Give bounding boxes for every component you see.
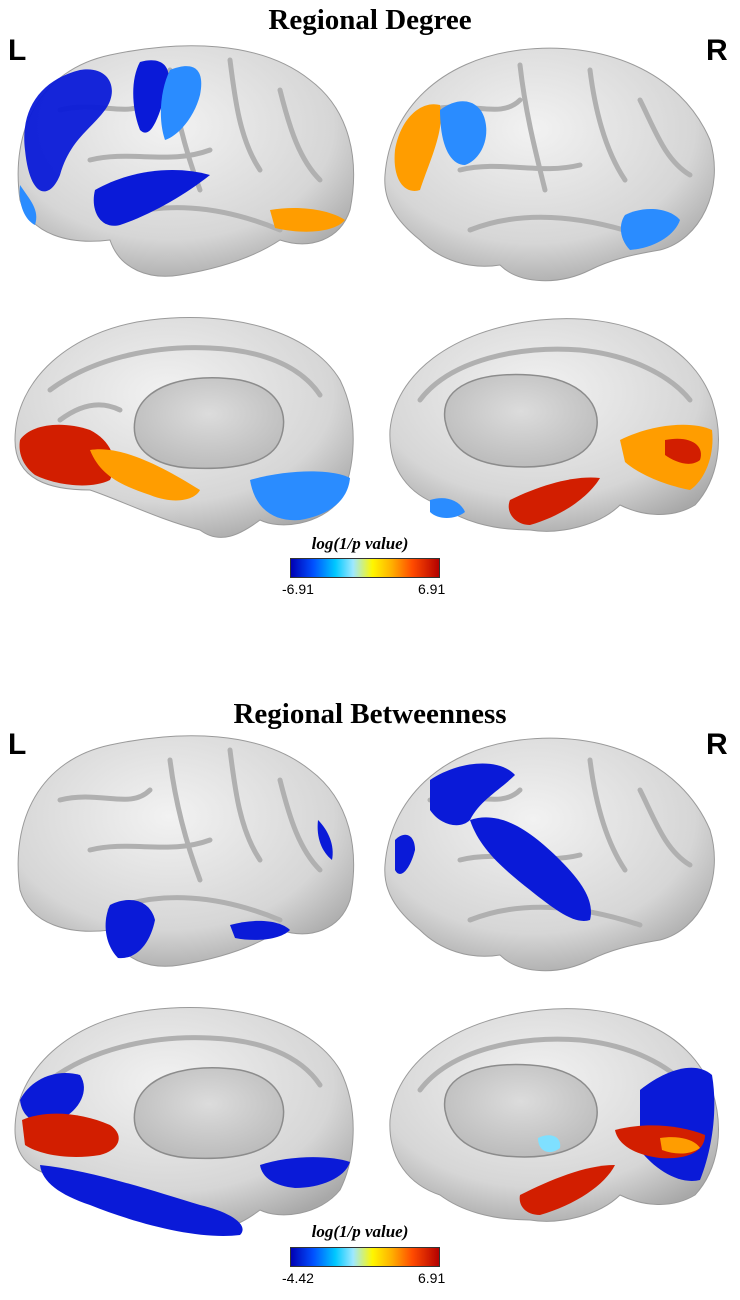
activation-blue-temporal: [105, 900, 155, 959]
activation-blue-precentral: [133, 60, 169, 133]
medial-wall: [133, 1067, 285, 1160]
left-hemisphere-label: L: [8, 34, 27, 67]
colorbar: [290, 558, 440, 578]
activation-blue-occipital: [317, 820, 333, 860]
activation-orange-calcarine: [660, 1137, 700, 1154]
colorbar-label: log(1/p value): [311, 1222, 409, 1241]
activation-orange-temporal: [270, 208, 345, 232]
activation-blue-temporal: [620, 208, 680, 250]
activation-cyan-thalamus: [538, 1135, 561, 1153]
right-medial-brain: [389, 1008, 719, 1222]
colorbar-label: log(1/p value): [311, 534, 409, 553]
activation-blue-cuneus: [20, 1072, 84, 1124]
colorbar: [290, 1247, 440, 1267]
sulcus-line: [417, 346, 693, 403]
activation-blue-supramarginal: [430, 763, 515, 826]
right-hemisphere-label: R: [706, 728, 728, 761]
sulcus-line: [417, 1036, 693, 1093]
left-lateral-brain: [17, 45, 355, 277]
left-medial-brain: [14, 317, 354, 538]
panel-title-regional-degree: Regional Degree: [268, 4, 472, 36]
sulcus-line: [57, 57, 323, 233]
sulcus-line: [57, 747, 323, 923]
activation-red-lingual: [508, 477, 600, 525]
activation-blue-frontal: [24, 69, 112, 192]
activation-orange-occipital: [394, 104, 441, 191]
activation-red-lingual: [519, 1165, 615, 1215]
activation-blue-parietal: [440, 101, 487, 165]
activation-blue-inferior: [230, 920, 290, 940]
sulcus-line: [427, 62, 693, 238]
sulcus-line: [47, 345, 323, 423]
activation-orange-lingual: [90, 449, 200, 501]
activation-lightblue-frontal: [430, 498, 465, 518]
activation-blue-lingual: [40, 1165, 243, 1236]
colorbar-min: -6.91: [282, 581, 314, 597]
right-lateral-brain: [384, 47, 715, 282]
panel-title-regional-betweenness: Regional Betweenness: [233, 698, 507, 730]
activation-blue-frontal-medial: [260, 1157, 350, 1188]
left-hemisphere-label: L: [8, 728, 27, 761]
activation-blue-frontal-medial: [250, 471, 350, 521]
sulcus-line: [47, 1035, 323, 1088]
activation-lightblue: [160, 66, 202, 140]
right-medial-brain: [389, 318, 719, 532]
activation-red-calcarine: [22, 1113, 119, 1157]
activation-blue-superior-temporal: [470, 817, 591, 921]
right-lateral-brain: [384, 737, 715, 972]
medial-wall: [443, 1063, 598, 1158]
colorbar-min: -4.42: [282, 1270, 314, 1286]
colorbar-max: 6.91: [418, 581, 446, 597]
activation-blue-occipital: [19, 185, 37, 225]
activation-red-cuneus: [665, 438, 701, 464]
cortex-surface: [384, 47, 715, 282]
left-lateral-brain: [17, 735, 355, 967]
left-medial-brain: [14, 1007, 354, 1236]
activation-blue-insula: [93, 170, 210, 226]
colorbar-max: 6.91: [418, 1270, 446, 1286]
medial-wall: [133, 377, 285, 470]
activation-red-occipital: [19, 424, 114, 486]
right-hemisphere-label: R: [706, 34, 728, 67]
activation-blue-occipital: [395, 834, 415, 874]
medial-wall: [443, 373, 598, 468]
